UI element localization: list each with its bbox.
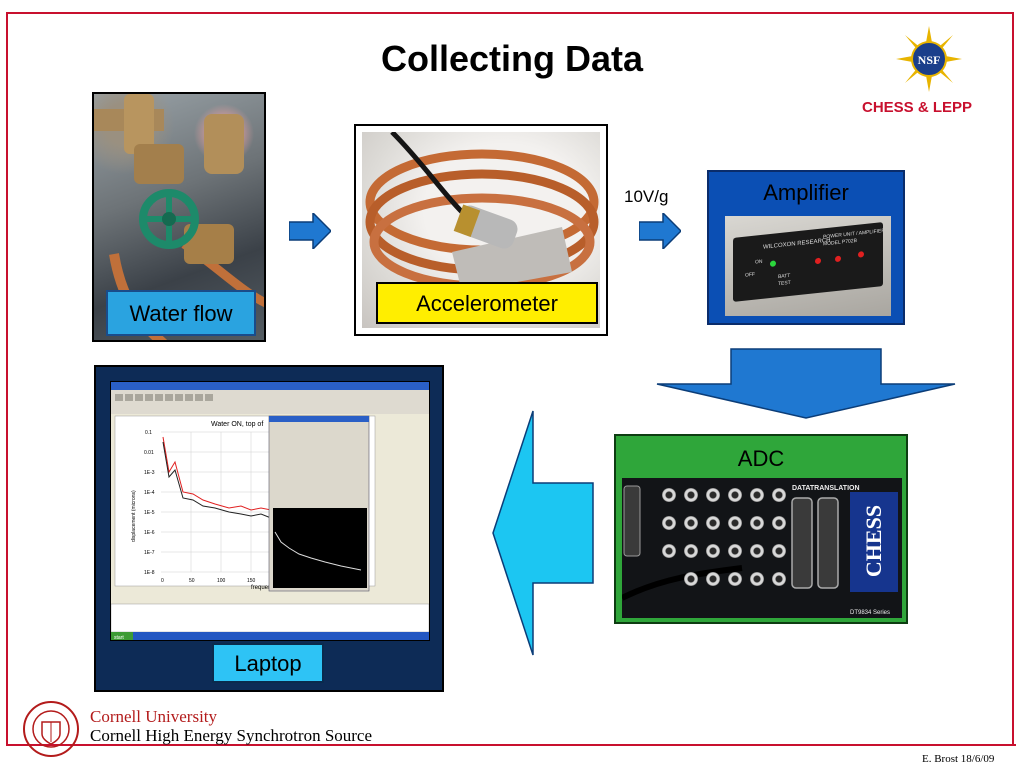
bnc-connector — [684, 488, 698, 502]
water-flow-label: Water flow — [106, 290, 256, 336]
bnc-connector — [772, 544, 786, 558]
cornell-university-wordmark: Cornell University — [90, 707, 218, 726]
svg-text:1E-3: 1E-3 — [144, 470, 155, 476]
bnc-connector — [772, 516, 786, 530]
nsf-logo-text: NSF — [918, 53, 941, 67]
svg-text:MODEL P702B: MODEL P702B — [823, 238, 858, 248]
sensitivity-label: 10V/g — [624, 187, 669, 206]
bnc-connector — [706, 572, 720, 586]
adc-connector-layout: DATATRANSLATION DT9834 Series — [620, 485, 890, 616]
bnc-connector — [728, 516, 742, 530]
arrow-right-icon — [289, 213, 331, 249]
bnc-connector — [706, 488, 720, 502]
adc-panel: ADC DATATRANSLATION DT9834 Series — [614, 434, 908, 624]
svg-text:0.01: 0.01 — [144, 450, 154, 456]
arrow-down-icon — [656, 348, 956, 419]
bnc-connector — [728, 544, 742, 558]
svg-text:OFF: OFF — [745, 272, 755, 279]
amplifier-device: WILCOXON RESEARCH POWER UNIT / AMPLIFIER… — [733, 222, 885, 302]
bnc-connector — [706, 544, 720, 558]
svg-text:50: 50 — [189, 578, 195, 584]
nsf-logo: NSF — [896, 26, 962, 92]
adc-label: ADC — [737, 446, 785, 471]
svg-text:ON: ON — [755, 259, 763, 266]
bnc-connector — [750, 544, 764, 558]
amplifier-front-panel: WILCOXON RESEARCH POWER UNIT / AMPLIFIER… — [745, 228, 885, 287]
svg-text:DATATRANSLATION: DATATRANSLATION — [792, 485, 860, 492]
bnc-connector — [728, 488, 742, 502]
svg-text:BATT: BATT — [778, 273, 790, 280]
bnc-connector — [684, 516, 698, 530]
slide-credit: E. Brost 18/6/09 — [922, 753, 995, 765]
svg-text:start: start — [114, 635, 124, 640]
svg-text:Water ON, top of: Water ON, top of — [211, 421, 263, 428]
svg-text:150: 150 — [247, 578, 256, 584]
valve-illustration — [94, 94, 264, 340]
svg-text:displacement (microns): displacement (microns) — [131, 490, 137, 542]
laptop-label: Laptop — [212, 643, 324, 683]
bnc-connector — [728, 572, 742, 586]
bnc-connector — [706, 516, 720, 530]
svg-text:1E-5: 1E-5 — [144, 510, 155, 516]
arrow-left-icon — [492, 410, 594, 656]
accelerometer-label: Accelerometer — [376, 282, 598, 324]
chess-facility-name: Cornell High Energy Synchrotron Source — [90, 726, 373, 745]
bnc-connector — [662, 516, 676, 530]
bnc-connector — [684, 544, 698, 558]
bnc-connector — [684, 572, 698, 586]
svg-text:WILCOXON RESEARCH: WILCOXON RESEARCH — [763, 238, 831, 251]
accelerometer-illustration — [365, 130, 599, 292]
svg-text:0: 0 — [161, 578, 164, 584]
amplifier-panel: Amplifier WILCOXON RESEARCH POWER UNIT /… — [707, 170, 905, 325]
laptop-screen: Water ON, top of 0.1 0.01 1E-3 1E-4 1E-5… — [110, 381, 430, 641]
svg-text:1E-8: 1E-8 — [144, 570, 155, 576]
svg-text:0.1: 0.1 — [145, 430, 152, 436]
svg-text:1E-7: 1E-7 — [144, 550, 155, 556]
svg-text:1E-6: 1E-6 — [144, 530, 155, 536]
laptop-panel: Water ON, top of 0.1 0.01 1E-3 1E-4 1E-5… — [94, 365, 444, 692]
org-label: CHESS & LEPP — [862, 99, 973, 116]
bnc-connector — [662, 544, 676, 558]
svg-text:TEST: TEST — [778, 280, 791, 287]
laptop-screenshot: Water ON, top of 0.1 0.01 1E-3 1E-4 1E-5… — [110, 382, 430, 641]
svg-text:100: 100 — [217, 578, 226, 584]
cornell-seal-icon — [23, 701, 79, 757]
bnc-connector — [772, 572, 786, 586]
footer-rule — [396, 744, 1016, 746]
bnc-connector — [662, 488, 676, 502]
amplifier-label: Amplifier — [763, 180, 849, 205]
bnc-connector — [750, 572, 764, 586]
svg-text:DT9834 Series: DT9834 Series — [850, 610, 890, 616]
arrow-right-icon — [639, 213, 681, 249]
slide-title: Collecting Data — [380, 38, 644, 79]
chess-badge: CHESS — [850, 492, 898, 592]
bnc-connector — [750, 516, 764, 530]
bnc-connector — [750, 488, 764, 502]
adc-photo: DATATRANSLATION DT9834 Series CHESS — [620, 478, 902, 618]
bnc-connector — [772, 488, 786, 502]
svg-text:1E-4: 1E-4 — [144, 490, 155, 496]
amplifier-photo: WILCOXON RESEARCH POWER UNIT / AMPLIFIER… — [725, 216, 891, 316]
